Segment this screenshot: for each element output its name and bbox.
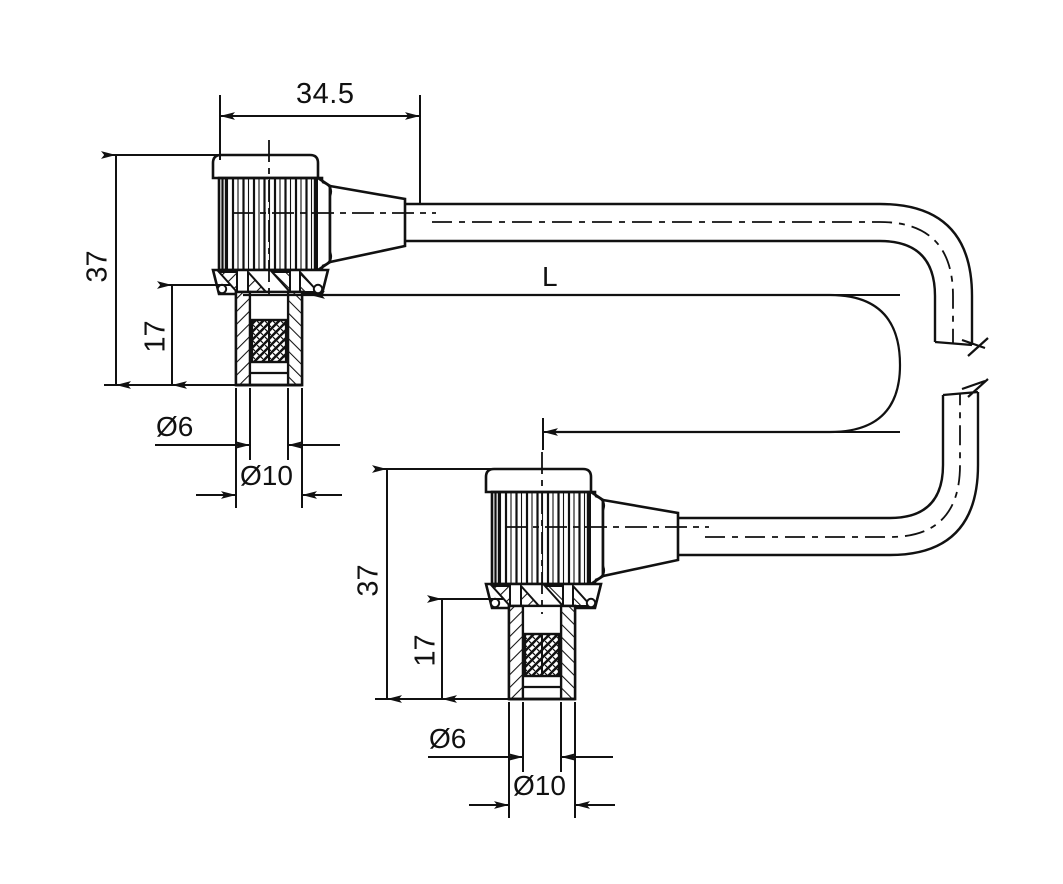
dimension-34-5 [219, 95, 421, 205]
dimension-dia10-lower [469, 702, 615, 818]
dimension-dia10-upper [196, 388, 342, 508]
upper-cable [432, 202, 989, 357]
dimension-label-dia10-lower: Ø10 [513, 770, 566, 801]
dimension-label-dia10-upper: Ø10 [240, 460, 293, 491]
dimension-label-dia6-upper: Ø6 [156, 411, 194, 442]
dimension-label-cable-length: L [542, 261, 558, 292]
cable-loop-inner-contour [243, 293, 902, 434]
dimension-label-17-lower: 17 [409, 634, 442, 667]
dimension-dia6-upper [155, 388, 340, 460]
dimension-17-lower [427, 595, 503, 703]
dimension-label-dia6-lower: Ø6 [429, 723, 467, 754]
dimension-label-17-upper: 17 [139, 320, 172, 353]
lower-cable [705, 378, 989, 557]
dimension-dia6-lower [428, 702, 613, 772]
lower-connector-body [484, 452, 709, 701]
dimension-label-37-lower: 37 [352, 564, 385, 597]
dimension-L-lower [542, 418, 900, 450]
dimension-label-37-upper: 37 [81, 250, 114, 283]
upper-connector-body [211, 140, 436, 387]
dimension-17-upper [157, 281, 230, 389]
dimension-label-34-5: 34.5 [296, 78, 355, 110]
